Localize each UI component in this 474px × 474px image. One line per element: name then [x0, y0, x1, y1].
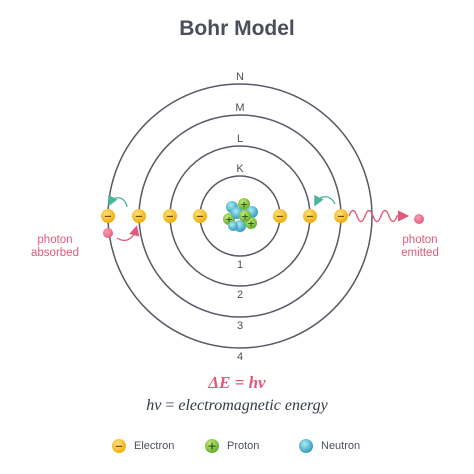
definition-eq: =	[165, 397, 175, 414]
legend-electron-label: Electron	[134, 440, 175, 452]
electron-k-left: −	[193, 209, 207, 223]
energy-definition: hv = electromagnetic energy	[0, 397, 474, 415]
proton-icon	[239, 210, 251, 222]
svg-text:−: −	[196, 212, 204, 223]
svg-text:−: −	[337, 212, 345, 223]
legend-proton-label: Proton	[227, 440, 260, 452]
shell-number-3: 3	[237, 320, 243, 332]
svg-text:+: +	[240, 201, 248, 211]
electron-icon: −	[112, 439, 126, 453]
photon-emitted-label-line1: photon	[402, 234, 437, 246]
photon-emitted-label-line2: emitted	[401, 247, 439, 259]
svg-text:−: −	[306, 212, 314, 223]
legend-neutron: Neutron	[297, 436, 360, 456]
photon-absorbed-label-line2: absorbed	[31, 247, 79, 259]
shell-label-n: N	[236, 71, 244, 83]
proton-icon: +	[205, 439, 219, 453]
shell-label-k: K	[236, 163, 244, 175]
absorption-photon-arrow	[116, 225, 140, 241]
neutron-icon	[299, 439, 313, 453]
svg-text:+: +	[247, 220, 255, 230]
shell-number-4: 4	[237, 351, 243, 363]
legend-neutron-label: Neutron	[321, 440, 361, 452]
electron-n-left: −	[101, 209, 115, 223]
svg-text:+: +	[241, 213, 249, 223]
definition-symbol: hv	[146, 397, 162, 414]
svg-text:−: −	[166, 212, 174, 223]
nucleus: + + + +	[223, 198, 258, 232]
svg-text:−: −	[115, 442, 123, 453]
svg-text:−: −	[104, 212, 112, 223]
absorbed-photon	[103, 228, 113, 238]
legend: − Electron + Proton Neutron	[0, 436, 474, 456]
shell-number-2: 2	[237, 289, 243, 301]
absorption-jump-arrow	[108, 194, 128, 208]
shell-number-1: 1	[237, 259, 243, 271]
energy-equation: ΔE = hv	[208, 373, 266, 392]
electron-l-right: −	[303, 209, 317, 223]
electron-k-right: −	[273, 209, 287, 223]
neutron-icon	[228, 221, 238, 231]
emitted-photon-wave	[348, 209, 410, 223]
photon-absorbed-label-line1: photon	[37, 234, 72, 246]
proton-icon	[238, 198, 250, 210]
electron-l-left: −	[163, 209, 177, 223]
page-title: Bohr Model	[179, 17, 295, 40]
svg-text:−: −	[276, 212, 284, 223]
electron-m-right: −	[334, 209, 348, 223]
svg-text:−: −	[135, 212, 143, 223]
svg-text:+: +	[225, 216, 233, 226]
shell-label-m: M	[235, 102, 244, 114]
definition-text: electromagnetic energy	[178, 397, 328, 414]
electron-m-left: −	[132, 209, 146, 223]
legend-electron: − Electron	[110, 436, 174, 456]
svg-text:+: +	[207, 440, 216, 453]
shell-label-l: L	[237, 133, 243, 145]
legend-proton: + Proton	[203, 436, 259, 456]
emitted-photon	[414, 214, 424, 224]
emission-jump-arrow	[314, 194, 336, 207]
